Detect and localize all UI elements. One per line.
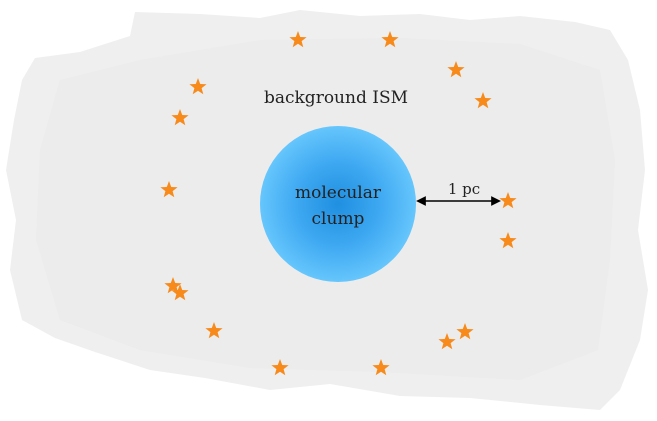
background-ism-label: background ISM [264, 88, 408, 108]
clump-label-line1: molecular [295, 183, 382, 203]
scale-label: 1 pc [448, 180, 480, 198]
molecular-clump [260, 126, 416, 282]
clump-label-line2: clump [312, 209, 365, 229]
